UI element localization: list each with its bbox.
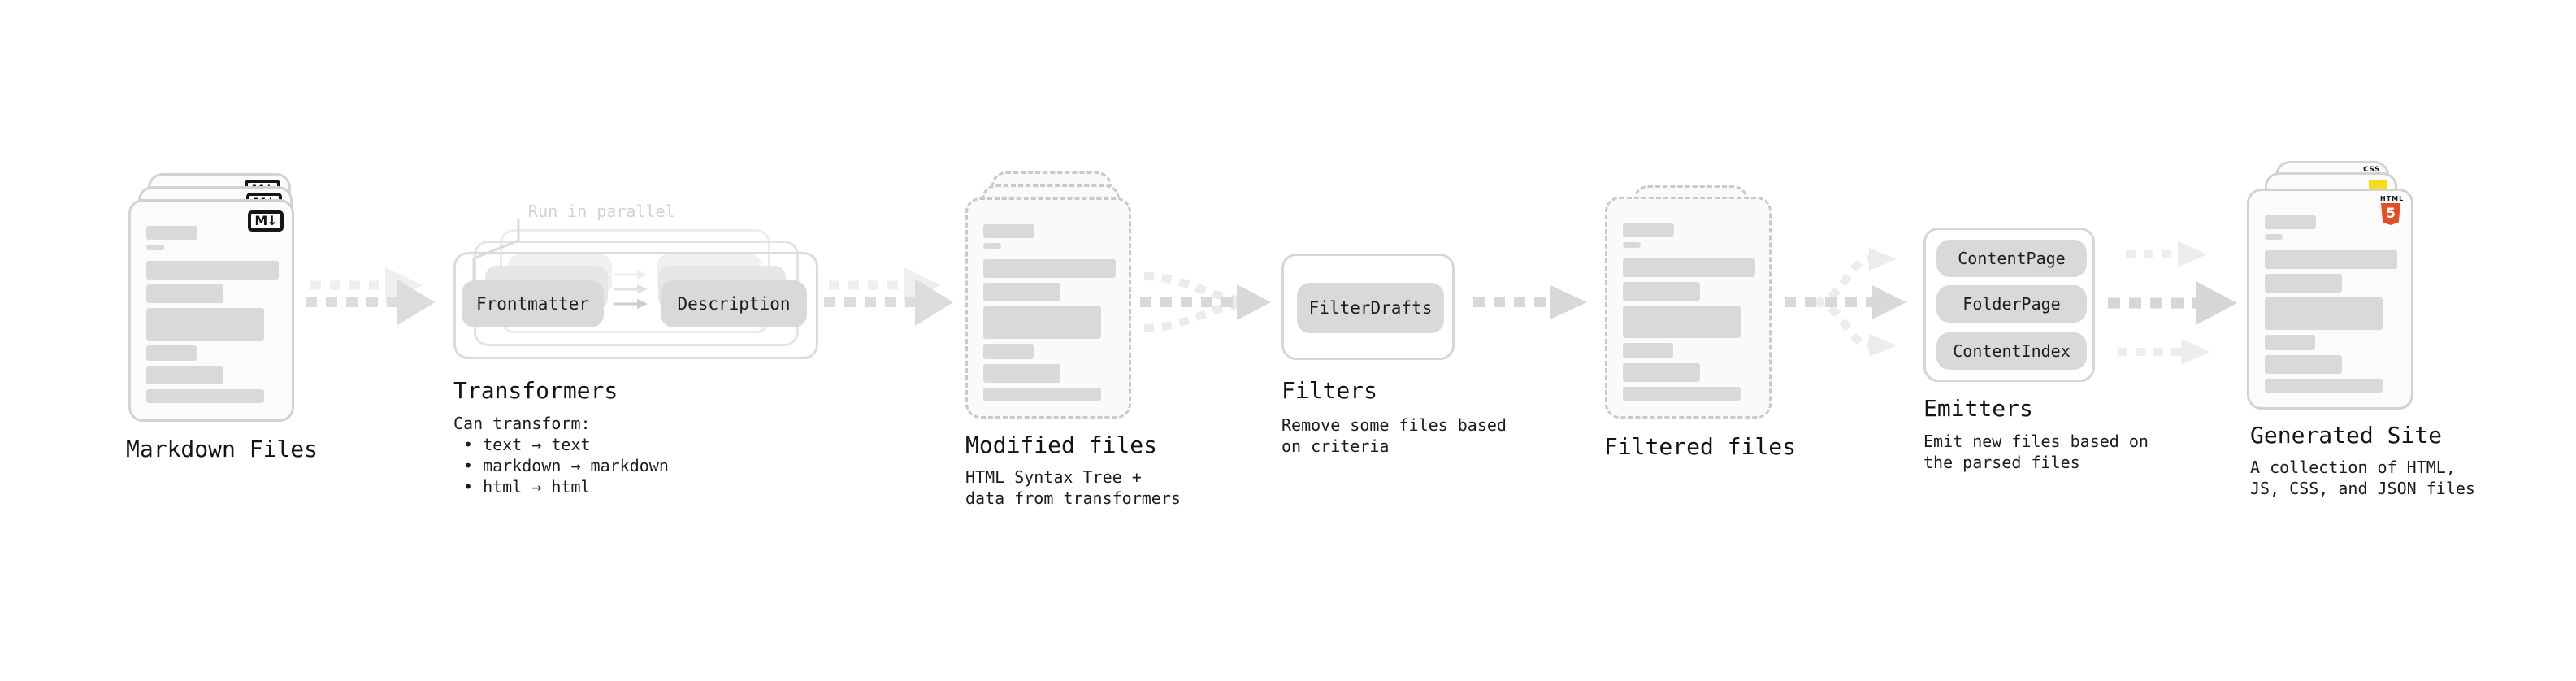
html5-icon-shield: 5 xyxy=(2381,203,2400,225)
filters-box: FilterDrafts xyxy=(1281,254,1455,360)
filters-title: Filters xyxy=(1281,377,1378,404)
markdown-card-front: M↓ xyxy=(128,199,294,422)
arrow-transformers-to-modified xyxy=(824,267,953,326)
arrow-filtered-to-emitters-fanout xyxy=(1785,248,1906,357)
transformer-layer-front xyxy=(453,252,818,359)
filtered-files-title: Filtered files xyxy=(1604,433,1797,460)
generated-site-title: Generated Site xyxy=(2250,422,2443,449)
js-icon xyxy=(2369,180,2387,190)
run-in-parallel-callout-line xyxy=(472,219,520,281)
arrow-modified-to-filters-merge xyxy=(1140,272,1271,332)
emitters-caption: Emit new files based on the parsed files xyxy=(1923,431,2149,473)
generated-caption-line: A collection of HTML, xyxy=(2250,458,2456,477)
doc-placeholder-lines xyxy=(1623,223,1755,401)
doc-placeholder-lines xyxy=(2265,215,2397,393)
modified-caption-line: data from transformers xyxy=(965,488,1181,508)
markdown-icon: M↓ xyxy=(248,210,284,232)
transformers-title: Transformers xyxy=(453,377,618,404)
modified-caption-line: HTML Syntax Tree + xyxy=(965,467,1142,487)
folderpage-pill: FolderPage xyxy=(1936,285,2087,323)
frontmatter-pill: Frontmatter xyxy=(462,280,604,327)
arrow-markdown-to-transformers xyxy=(306,267,435,326)
filters-caption: Remove some files based on criteria xyxy=(1281,414,1507,457)
arrow-filters-to-filtered xyxy=(1473,285,1587,319)
filtered-card-front xyxy=(1605,197,1772,419)
contentindex-pill: ContentIndex xyxy=(1936,332,2087,370)
generated-card-html: HTML 5 xyxy=(2247,189,2413,410)
description-pill: Description xyxy=(661,280,807,327)
markdown-icon-label: M↓ xyxy=(254,213,277,228)
filters-caption-line: on criteria xyxy=(1281,436,1390,456)
filterdrafts-pill: FilterDrafts xyxy=(1297,283,1444,333)
arrow-emitters-to-generated xyxy=(2108,241,2237,365)
html5-icon-word: HTML xyxy=(2380,195,2405,202)
contentpage-pill: ContentPage xyxy=(1936,240,2087,277)
run-in-parallel-annotation: Run in parallel xyxy=(528,202,675,221)
emitters-caption-line: the parsed files xyxy=(1923,453,2080,472)
modified-files-title: Modified files xyxy=(965,432,1158,458)
html5-icon: HTML 5 xyxy=(2380,195,2405,225)
transformers-bullet: • text → text xyxy=(463,435,591,454)
generated-site-caption: A collection of HTML, JS, CSS, and JSON … xyxy=(2250,457,2475,499)
modified-files-caption: HTML Syntax Tree + data from transformer… xyxy=(965,466,1181,509)
modified-card-front xyxy=(965,197,1131,419)
transformers-group: Frontmatter Description xyxy=(453,229,819,361)
transformers-bullet: • html → html xyxy=(463,477,591,497)
transformers-caption-line: Can transform: xyxy=(453,414,591,433)
filters-caption-line: Remove some files based xyxy=(1281,415,1507,435)
generated-caption-line: JS, CSS, and JSON files xyxy=(2250,479,2475,498)
transformers-bullet: • markdown → markdown xyxy=(463,456,669,475)
parallel-transform-arrows xyxy=(614,270,648,309)
transformers-caption: Can transform: • text → text • markdown … xyxy=(453,413,669,497)
emitters-caption-line: Emit new files based on xyxy=(1923,432,2149,451)
css-icon-label: CSS xyxy=(2363,166,2380,174)
markdown-files-title: Markdown Files xyxy=(126,436,319,462)
doc-placeholder-lines xyxy=(146,226,279,403)
emitters-title: Emitters xyxy=(1923,395,2033,422)
doc-placeholder-lines xyxy=(983,224,1116,401)
emitters-box: ContentPage FolderPage ContentIndex xyxy=(1923,228,2095,382)
